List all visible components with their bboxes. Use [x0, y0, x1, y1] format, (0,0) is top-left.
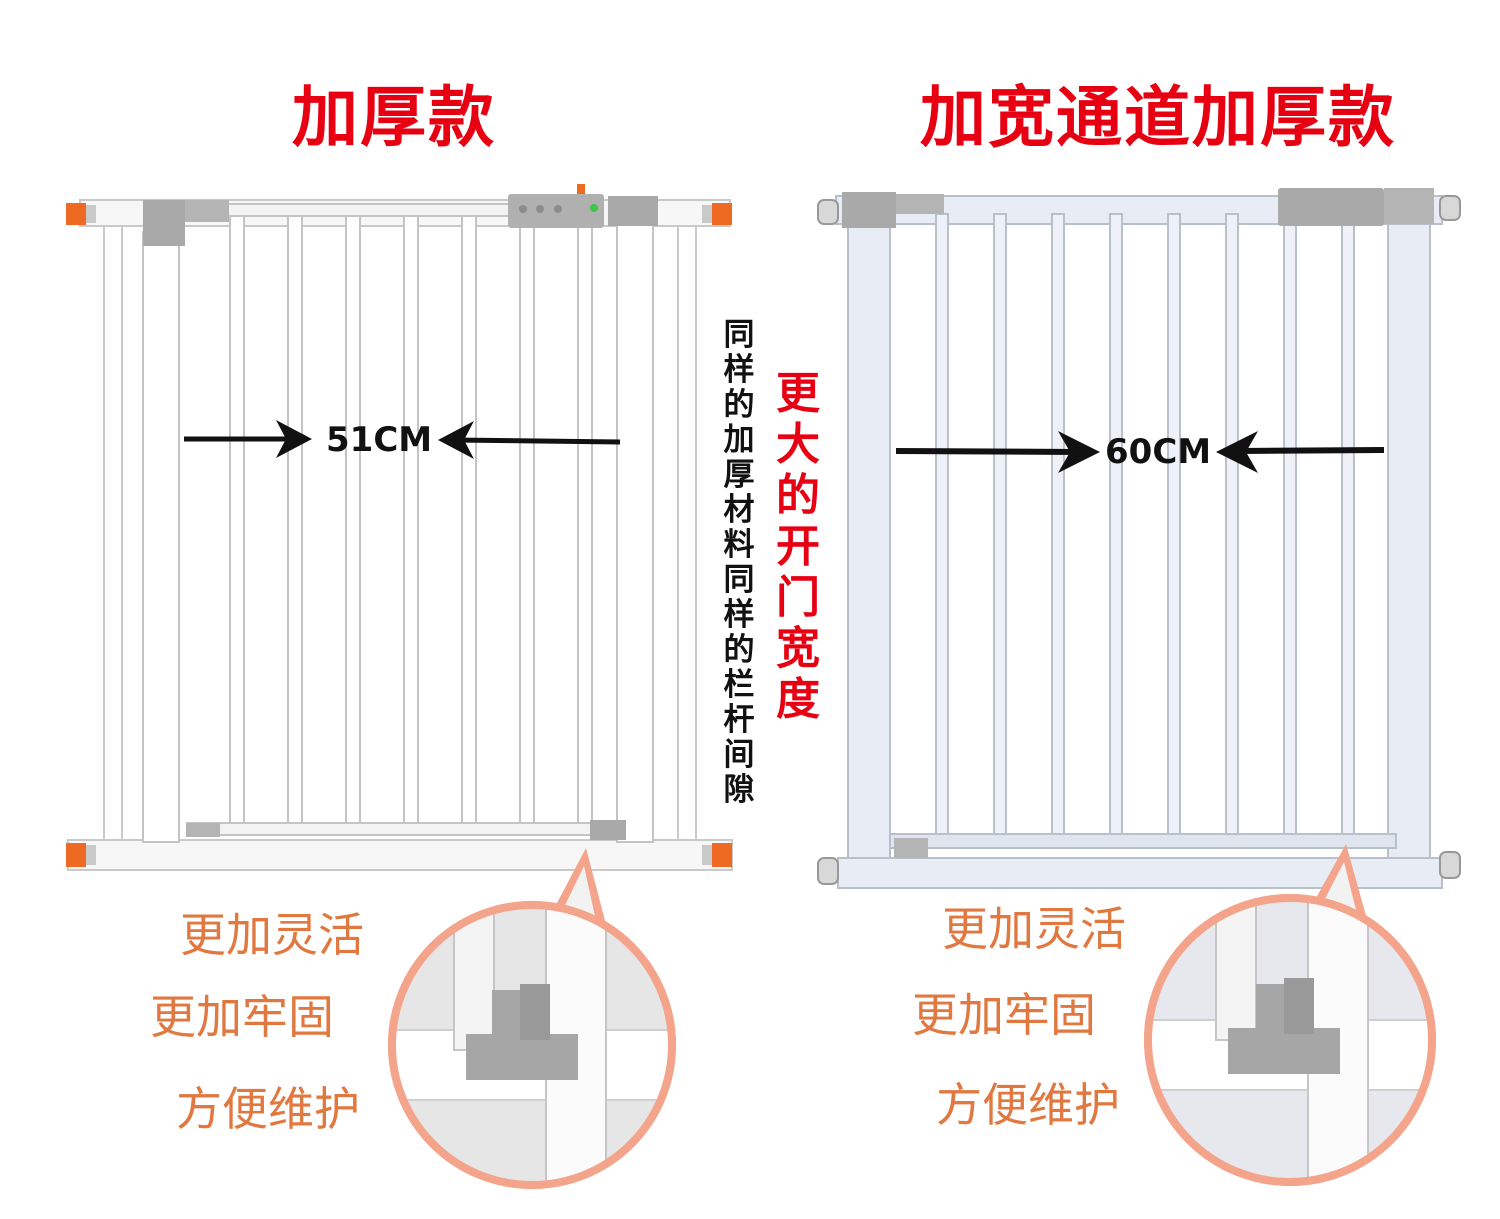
left-gate-bars: [229, 215, 593, 827]
right-gate-bars: [935, 213, 1355, 839]
left-gate-adjusters: [66, 203, 732, 867]
left-gate-latch-post: [616, 217, 654, 843]
left-gate-outer-post-right: [677, 212, 697, 842]
left-gate-bottom-rail: [67, 839, 733, 871]
left-feature-3: 方便维护: [176, 1082, 360, 1136]
left-width-label: 51CM: [326, 420, 433, 460]
right-gate-hinge-post: [847, 223, 891, 865]
left-gate-hinge-post: [142, 231, 180, 843]
left-gate-outer-post-left: [103, 212, 123, 842]
right-feature-1: 更加灵活: [942, 902, 1126, 956]
right-feature-2: 更加牢固: [912, 988, 1096, 1042]
left-feature-2: 更加牢固: [150, 990, 334, 1044]
right-gate-hinge-bracket: [842, 192, 896, 228]
right-feature-3: 方便维护: [936, 1078, 1120, 1132]
left-gate-door-bottom-rail: [186, 822, 608, 836]
right-side-note: 更大的开门宽度: [776, 368, 820, 725]
left-gate-hinge-bracket: [143, 200, 185, 246]
right-title: 加宽通道加厚款: [920, 79, 1396, 156]
left-title: 加厚款: [292, 79, 496, 156]
left-width-arrows: [184, 420, 621, 459]
left-side-note: 同样的加厚材料 同样的栏杆间隙: [723, 317, 755, 808]
right-gate: [817, 188, 1461, 889]
right-zoom-callout: [1144, 844, 1436, 1186]
right-gate-latch-box: [1278, 188, 1384, 226]
right-gate-latch-post: [1387, 223, 1431, 865]
left-zoom-callout: [388, 848, 676, 1189]
right-gate-adjusters: [817, 195, 1461, 885]
left-gate: [66, 184, 733, 871]
right-width-label: 60CM: [1105, 432, 1212, 472]
left-gate-indicator-light: [590, 204, 598, 212]
right-width-arrows: [895, 431, 1385, 473]
left-feature-1: 更加灵活: [180, 908, 364, 962]
